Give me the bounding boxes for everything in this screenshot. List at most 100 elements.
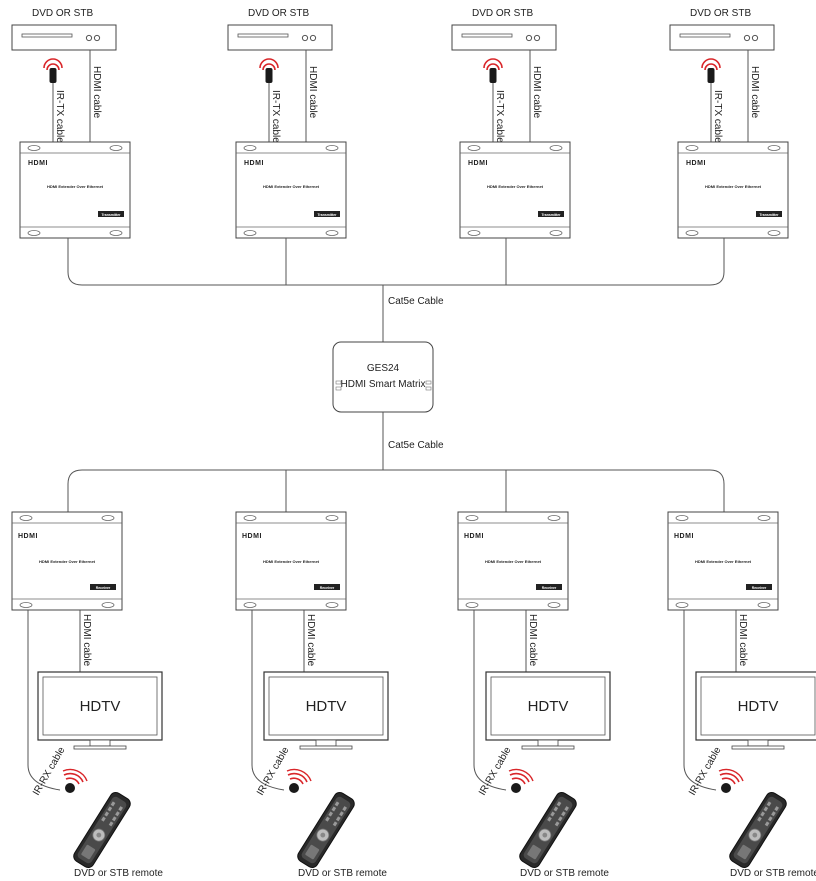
dvd-player-box [11,24,117,51]
top-cat5e-bus: Cat5e Cable [67,238,725,342]
remote-control [729,792,787,868]
mount-hole-icon [325,602,339,608]
transmitter-box [459,141,571,239]
mount-hole-icon [467,145,481,151]
extender-title: HDMI Extender Over Ethernet [485,559,542,564]
hdtv-display: HDTV [263,671,389,750]
tv-base [73,745,127,750]
transmitter-tag-bg [98,211,124,217]
mount-hole-icon [757,515,771,521]
ir-wave-icon [483,58,503,69]
button-icon [93,34,101,42]
transmitter-tag: Transmitter [541,213,561,217]
tv-screen [700,676,816,736]
ir-emitter-icon [707,68,715,83]
mount-hole-icon [243,145,257,151]
tv-screen [490,676,606,736]
extender-title: HDMI Extender Over Ethernet [487,184,544,189]
ir-receiver-icon [721,783,731,793]
ir-wave-icon [46,63,60,71]
disc-slot [237,33,289,38]
tv-screen-label: HDTV [306,698,347,715]
receiver-tag: Receiver [96,586,111,590]
key-icon [557,816,563,822]
ir-wave-icon [718,768,744,782]
dvd-player-box [451,24,557,51]
ir-wave-icon [701,58,721,69]
remote-control [73,792,131,868]
key-icon [547,816,552,822]
key-icon [757,816,762,822]
receiver-tag: Receiver [320,586,335,590]
mount-hole-icon [675,515,689,521]
extender-title: HDMI Extender Over Ethernet [705,184,762,189]
cat5e-cable-label-bottom: Cat5e Cable [388,440,444,451]
tv-screen [42,676,158,736]
ir-wave-icon [704,63,718,71]
ir-wave-icon [43,58,63,69]
ir-wave-icon [508,768,534,782]
key-icon [760,811,765,817]
mount-hole-icon [465,602,479,608]
remote-control [297,792,355,868]
ok-button-icon [542,832,548,838]
mount-hole-icon [243,230,257,236]
cat5e-bus-line [67,238,725,286]
key-icon [110,801,116,807]
ir-wave-icon [509,772,530,783]
ok-button-icon [320,832,326,838]
mount-hole-icon [685,145,699,151]
mount-hole-icon [467,230,481,236]
transmitter-box [677,141,789,239]
key-icon [115,811,120,817]
hdmi-cable-label: HDMI cable [527,614,538,667]
ir-tx-cable-label: IR-TX cable [712,90,723,143]
mount-hole-icon [19,515,33,521]
mount-hole-icon [109,145,123,151]
receiver-box [11,511,123,611]
ir-wave-icon [62,768,88,782]
mount-hole-icon [101,602,115,608]
ir-rx-cable-label: IR-RX cable [31,745,68,798]
key-icon [328,811,333,817]
mount-hole-icon [325,145,339,151]
mount-hole-icon [243,602,257,608]
ir-receiver-icon [65,783,75,793]
source-label: DVD OR STB [32,8,93,19]
key-icon [325,816,330,822]
mount-hole-icon [675,602,689,608]
key-icon [334,801,340,807]
mount-hole-icon [465,515,479,521]
mount-hole-icon [109,230,123,236]
mount-hole-icon [101,515,115,521]
cat5e-cable-label-top: Cat5e Cable [388,296,444,307]
mount-hole-icon [549,145,563,151]
hdmi-logo: HDMI [468,160,488,167]
key-icon [342,806,347,812]
port-icon [425,386,432,391]
ir-rx-cable-label: IR-RX cable [255,745,292,798]
mount-hole-icon [19,602,33,608]
mount-hole-icon [27,230,41,236]
key-icon [764,821,770,827]
receiver-tag-bg [90,584,116,590]
key-icon [564,806,569,812]
ir-wave-icon [286,768,312,782]
hdmi-cable-label: HDMI cable [531,66,542,119]
mount-hole-icon [547,515,561,521]
receiver-tag-bg [536,584,562,590]
mount-hole-icon [549,230,563,236]
mount-hole-icon [243,515,257,521]
key-icon [331,806,337,812]
hdmi-logo: HDMI [18,533,38,540]
hdmi-cable-label: HDMI cable [737,614,748,667]
key-icon [335,816,341,822]
ir-tx-cable-label: IR-TX cable [270,90,281,143]
receiver-box [667,511,779,611]
extender-title: HDMI Extender Over Ethernet [39,559,96,564]
